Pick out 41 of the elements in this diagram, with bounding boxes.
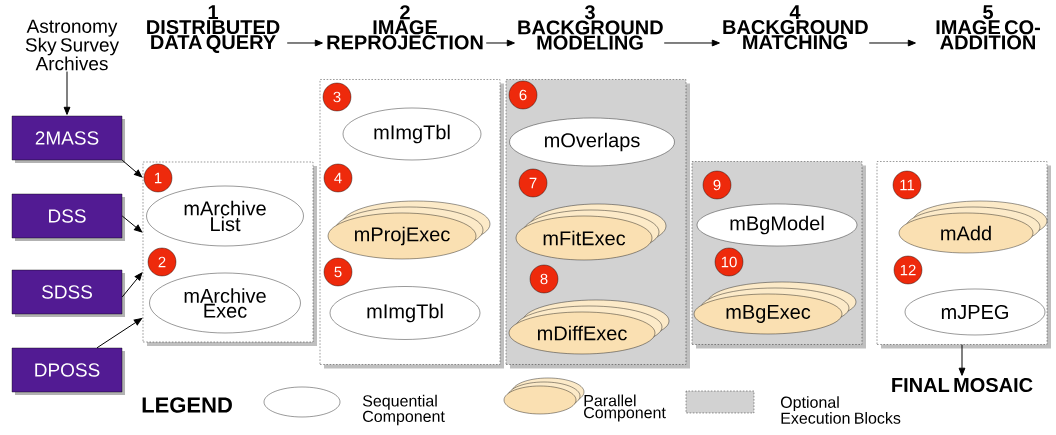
- number-badge: 7: [518, 168, 548, 198]
- number-badge: 2: [147, 247, 177, 277]
- arrow: [121, 215, 143, 233]
- parallel-ellipses: mDiffExec: [508, 299, 670, 355]
- parallel-ellipses: mBgExec: [693, 281, 857, 335]
- parallel-ellipses: mProjExec: [327, 200, 491, 260]
- number-badge: 5: [323, 257, 353, 287]
- stage-heading: 1 DISTRIBUTED DATA QUERY: [147, 5, 280, 53]
- arrow: [958, 344, 966, 376]
- arrow: [121, 272, 143, 298]
- stage-heading: 3 BACKGROUND MODELING: [518, 5, 663, 50]
- number-badge: 4: [323, 163, 353, 193]
- stage-heading: 5 IMAGE CO-ADDITION: [936, 5, 1040, 50]
- number-badge: 11: [892, 170, 922, 200]
- source-label: Astronomy Sky Survey Archives: [25, 19, 120, 71]
- number-badge: 1: [143, 163, 173, 193]
- arrow: [121, 159, 143, 178]
- parallel-ellipses: mAdd: [898, 200, 1048, 254]
- archive-box: 2MASS: [11, 115, 125, 163]
- output-label: FINAL MOSAIC: [892, 377, 1033, 393]
- parallel-ellipses: mFitExec: [515, 203, 667, 261]
- number-badge: 10: [714, 247, 744, 277]
- arrow: [96, 318, 143, 349]
- number-badge: 9: [702, 170, 732, 200]
- stage-heading: 4 BACKGROUND MATCHING: [723, 5, 868, 50]
- arrow: [286, 39, 323, 47]
- legend-item: Sequential Component: [263, 386, 445, 426]
- number-badge: 6: [508, 80, 538, 110]
- legend-item: Parallel Component: [503, 377, 666, 422]
- arrow: [868, 39, 916, 47]
- archive-box: DSS: [11, 193, 125, 241]
- arrow: [663, 39, 720, 47]
- stage-heading: 2 IMAGE REPROJECTION: [327, 5, 483, 50]
- legend-heading: LEGEND: [142, 397, 232, 413]
- archive-box: DPOSS: [11, 347, 125, 395]
- number-badge: 8: [529, 264, 559, 294]
- archive-box: SDSS: [11, 269, 125, 317]
- arrow: [485, 39, 515, 47]
- arrow: [63, 71, 71, 115]
- number-badge: 12: [893, 255, 923, 285]
- number-badge: 3: [322, 82, 352, 112]
